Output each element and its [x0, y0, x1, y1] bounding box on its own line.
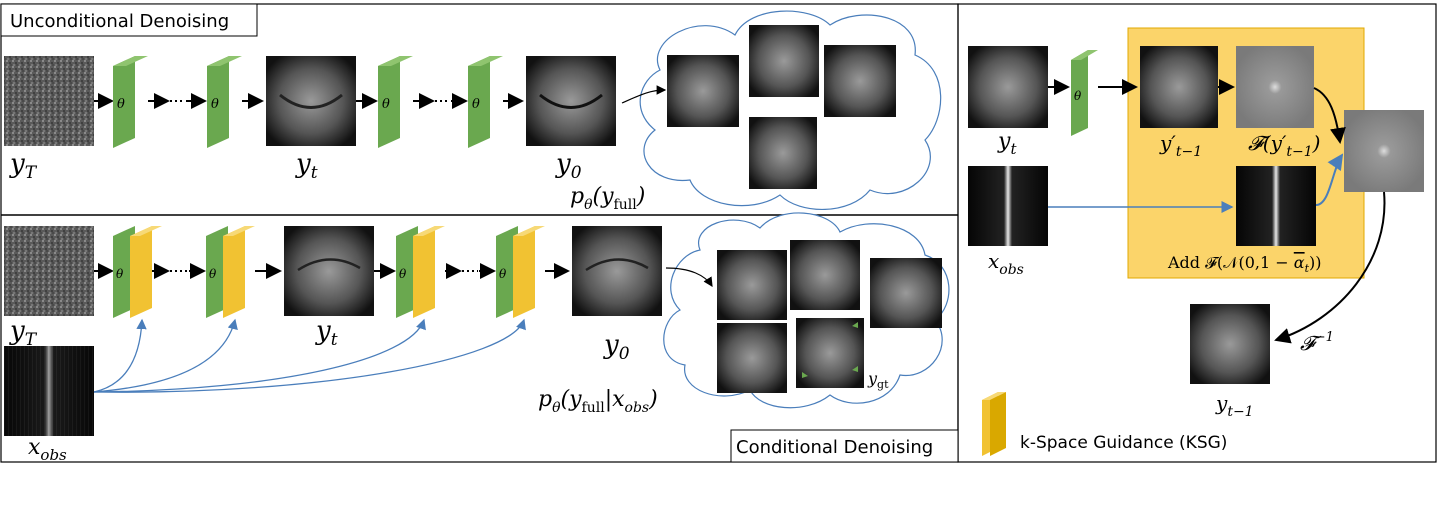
network-block-2: θ: [207, 56, 242, 148]
right-label-xobs: xobs: [988, 249, 1024, 278]
sample-mri-3: [824, 45, 896, 117]
conditional-title: Conditional Denoising: [736, 437, 933, 458]
right-image-yt: [968, 46, 1048, 128]
label-y-t-minus-1: yt−1: [1215, 391, 1254, 420]
svg-text:θ: θ: [472, 97, 480, 112]
image-y-t-minus-1: [1190, 304, 1270, 384]
image-kspace-combined: [1344, 110, 1424, 192]
label-yT-top: yT: [9, 149, 38, 183]
cond-sample-3: [870, 258, 942, 328]
label-yt-top: yt: [295, 149, 318, 183]
mri-image-yt-cond: [284, 226, 374, 316]
cond-sample-2: [790, 240, 860, 310]
right-network-block: θ: [1071, 50, 1098, 136]
mri-image-yt: [266, 56, 356, 146]
label-fft-y-prime: 𝓕(y′t−1): [1248, 131, 1320, 160]
svg-text:θ: θ: [116, 267, 124, 281]
sample-mri-4: [749, 117, 817, 189]
p-unconditional: pθ(yfull): [570, 184, 645, 213]
mri-image-y0-cond: [572, 226, 662, 316]
right-panel-frame: [957, 3, 1437, 463]
svg-text:θ: θ: [399, 267, 407, 281]
image-fft-y-prime: [1236, 46, 1314, 128]
right-label-yt: yt: [997, 129, 1017, 158]
ksg-block-1: θ: [113, 226, 162, 318]
label-xobs-left: xobs: [28, 435, 67, 464]
cond-sample-4: [717, 323, 787, 393]
label-y0-bottom: y0: [603, 330, 630, 364]
unconditional-title-box: [0, 3, 258, 37]
ksg-block-2: θ: [206, 226, 255, 318]
conditional-title-box: [730, 429, 959, 463]
unconditional-title: Unconditional Denoising: [10, 11, 229, 32]
svg-text:θ: θ: [499, 267, 507, 281]
image-y-prime: [1140, 46, 1218, 128]
p-conditional: pθ(yfull|xobs): [538, 387, 658, 416]
mri-image-y0: [526, 56, 616, 146]
label-add-noise: Add 𝓕(𝒩(0,1 − αt)): [1167, 253, 1322, 275]
right-image-xobs: [968, 166, 1048, 246]
svg-text:θ: θ: [382, 97, 390, 112]
noise-image-yT-cond: [4, 226, 94, 316]
ksg-block-4: θ: [496, 226, 545, 318]
legend-ksg-icon: [982, 392, 1006, 456]
label-inverse-fft: 𝓕−1: [1300, 330, 1334, 355]
legend-label: k-Space Guidance (KSG): [1020, 433, 1227, 453]
sample-mri-2: [749, 25, 819, 97]
svg-text:θ: θ: [1074, 89, 1082, 103]
label-yt-bottom: yt: [315, 316, 338, 350]
label-ygt: ygt: [867, 369, 889, 391]
svg-text:θ: θ: [211, 97, 219, 112]
label-y-prime: y′t−1: [1159, 131, 1202, 160]
label-y0-top: y0: [555, 149, 582, 183]
network-block-1: θ: [113, 56, 148, 148]
image-kspace-obs: [1236, 166, 1316, 246]
network-block-3: θ: [378, 56, 413, 148]
network-block-4: θ: [468, 56, 503, 148]
svg-text:θ: θ: [117, 97, 125, 112]
sample-mri-1: [667, 55, 739, 127]
cond-sample-1: [717, 250, 787, 320]
svg-text:θ: θ: [209, 267, 217, 281]
cond-sample-gt: [796, 318, 864, 388]
ksg-block-3: θ: [396, 226, 445, 318]
noise-image-yT: [4, 56, 94, 146]
label-yT-bottom: yT: [9, 316, 38, 350]
